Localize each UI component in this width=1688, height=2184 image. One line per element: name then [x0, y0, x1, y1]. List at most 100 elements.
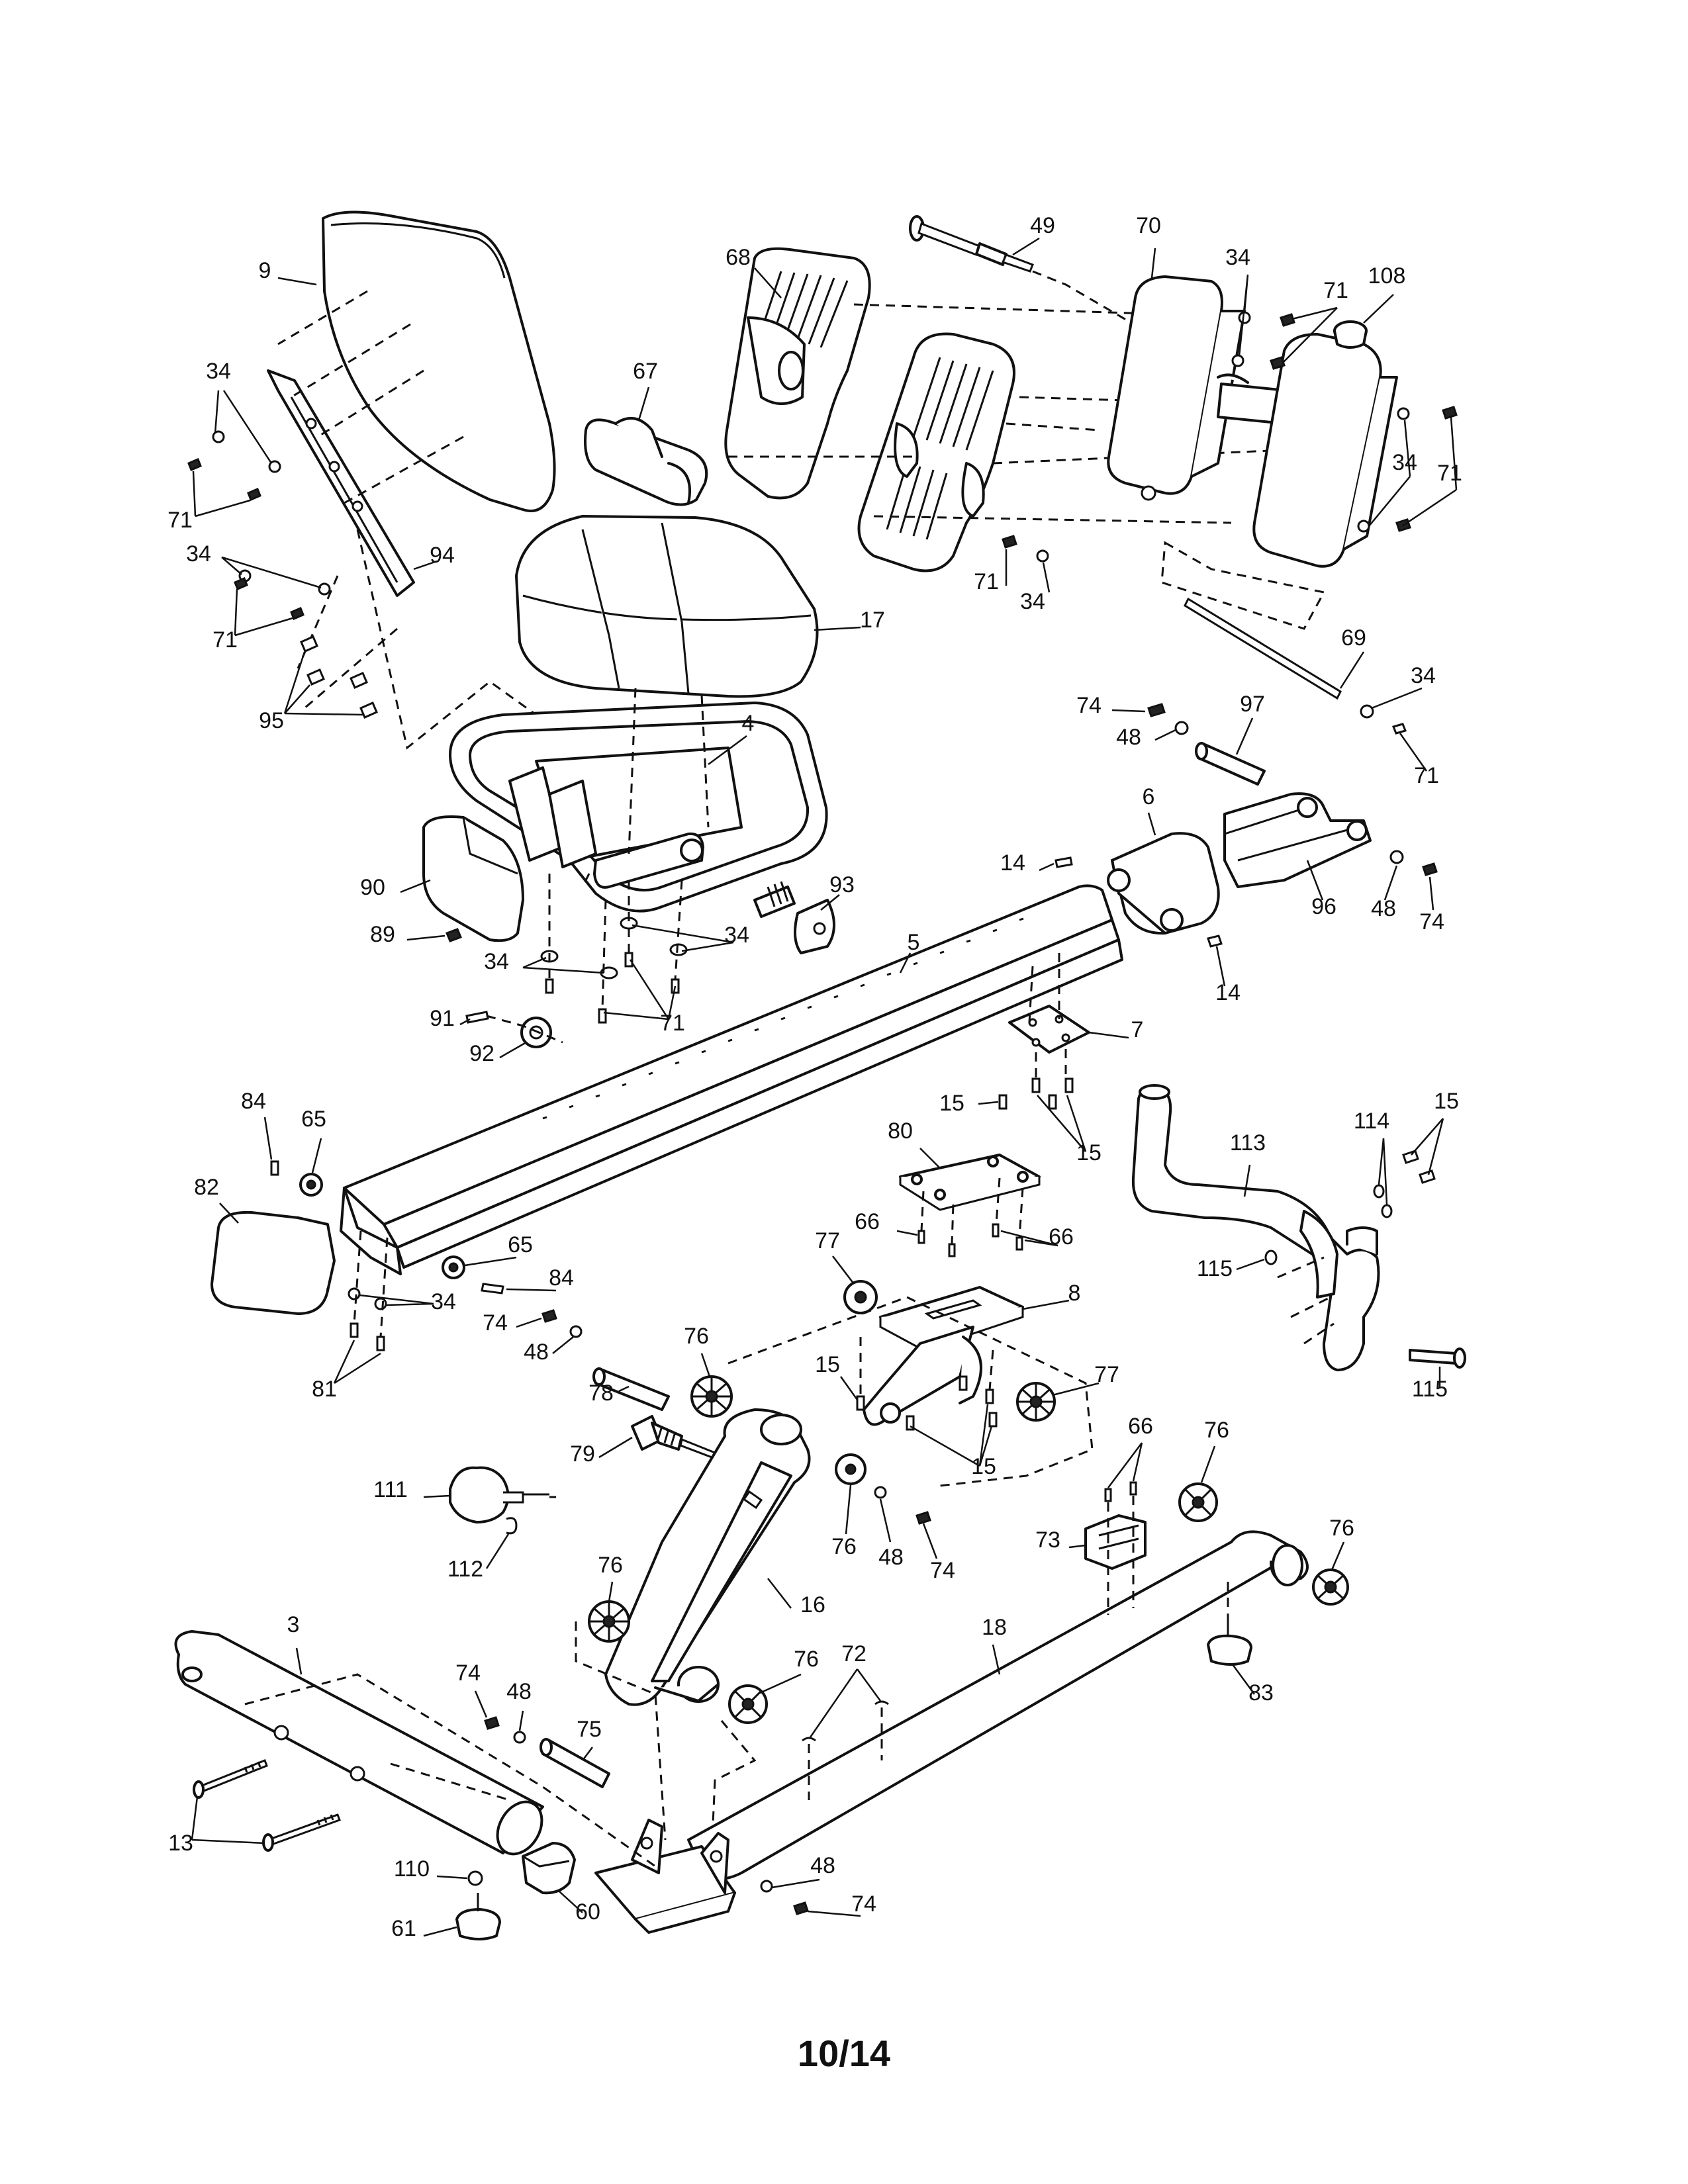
part-callout-c96: 96: [1311, 894, 1336, 919]
handlebar-fasteners: [1373, 1118, 1444, 1218]
part-callout-c77a: 77: [815, 1228, 840, 1253]
part-callout-c49: 49: [1030, 213, 1055, 238]
part-callout-c84b: 84: [549, 1265, 574, 1291]
rail-fasteners: [333, 1230, 434, 1385]
housing-fasteners: [1002, 274, 1458, 593]
rail-rollers: [263, 1116, 557, 1295]
part-callout-c48e: 48: [506, 1679, 532, 1704]
part-callout-c113: 113: [1230, 1130, 1266, 1156]
main-rail: [340, 884, 1123, 1275]
part-callout-c80: 80: [888, 1118, 913, 1144]
part-callout-c73: 73: [1035, 1527, 1060, 1553]
backrest-fasteners: [187, 390, 378, 719]
leveling-foot-front: [423, 1870, 501, 1940]
stabilizer-bracket: [1068, 1442, 1147, 1615]
foot-pedal-left: [724, 247, 871, 500]
rear-stabilizer: [594, 1530, 1309, 1934]
part-callout-c13: 13: [168, 1831, 193, 1856]
part-callout-c6: 6: [1143, 784, 1155, 809]
part-callout-c71c: 71: [1323, 278, 1348, 303]
rail-plate: [978, 953, 1129, 1152]
pivot-plate: [863, 1286, 1070, 1426]
part-callout-c34g: 34: [484, 949, 509, 974]
part-callout-c66b: 66: [1049, 1224, 1074, 1250]
part-callout-c9: 9: [259, 258, 271, 283]
part-callout-c71e: 71: [974, 569, 999, 594]
part-callout-c67: 67: [633, 359, 658, 384]
part-callout-c5: 5: [908, 930, 920, 955]
part-callout-c90: 90: [360, 875, 385, 900]
part-callout-c110: 110: [394, 1856, 430, 1882]
rear-shaft: [1111, 703, 1266, 786]
part-callout-c111: 111: [373, 1477, 408, 1502]
side-cover: [400, 815, 524, 942]
part-callout-c71g: 71: [660, 1011, 685, 1036]
seat-fasteners: [522, 874, 734, 1024]
part-callout-c76f: 76: [794, 1647, 819, 1672]
arm-wheels: [588, 1353, 1349, 1724]
part-callout-c14b: 14: [1215, 980, 1241, 1005]
part-callout-c48a: 48: [1116, 725, 1141, 750]
part-callout-c74e: 74: [455, 1661, 481, 1686]
part-callout-c108: 108: [1368, 263, 1406, 289]
part-callout-c82: 82: [194, 1175, 219, 1200]
part-callout-c66a: 66: [855, 1209, 880, 1234]
pedal-arm-housing: [1107, 248, 1398, 568]
part-callout-c91: 91: [430, 1006, 455, 1031]
leveling-foot-rear: [1207, 1582, 1256, 1695]
part-callout-c84a: 84: [241, 1089, 266, 1114]
part-callout-c15b: 15: [1076, 1140, 1102, 1165]
front-stabilizer: [174, 1630, 656, 1868]
part-callout-c71f: 71: [1414, 763, 1439, 788]
part-callout-c71d: 71: [1437, 461, 1462, 486]
part-callout-c79: 79: [570, 1441, 595, 1467]
resistance-knob-shaft: [598, 1415, 716, 1460]
part-callout-c3: 3: [287, 1612, 300, 1637]
end-cap: [1333, 294, 1394, 349]
part-callout-c78: 78: [588, 1381, 614, 1406]
pivot-wheel-left: [832, 1255, 878, 1314]
part-callout-c75: 75: [577, 1717, 602, 1742]
part-callout-c15e: 15: [971, 1454, 996, 1479]
wheel-and-bolt: [459, 1011, 563, 1059]
part-callout-c34f: 34: [1411, 663, 1436, 688]
part-callout-c16: 16: [800, 1592, 825, 1617]
part-callout-c74d: 74: [930, 1558, 955, 1583]
part-callout-c7: 7: [1131, 1017, 1144, 1042]
page-number: 10/14: [797, 2032, 891, 2074]
front-bolts: [191, 1759, 341, 1852]
part-callout-c115b: 115: [1412, 1377, 1448, 1402]
part-callout-c97: 97: [1240, 692, 1265, 717]
part-callout-c71a: 71: [167, 508, 193, 533]
plate-screws: [896, 1177, 1058, 1257]
mounting-plate: [899, 1148, 1041, 1211]
part-callout-c34e: 34: [1020, 589, 1045, 614]
part-callout-c15a: 15: [939, 1091, 964, 1116]
part-callout-c74a: 74: [1076, 693, 1102, 718]
part-callout-c76b: 76: [1204, 1418, 1229, 1443]
part-callout-c83: 83: [1248, 1680, 1274, 1706]
part-callout-c93: 93: [829, 872, 855, 897]
pop-pin-knob: [753, 881, 840, 954]
part-callout-c76d: 76: [831, 1534, 857, 1559]
part-callout-c76e: 76: [598, 1553, 623, 1578]
part-callout-c74c: 74: [483, 1310, 508, 1336]
rail-end-cap: [211, 1203, 336, 1315]
part-callout-c48b: 48: [1371, 896, 1396, 921]
part-callout-c34d: 34: [1392, 450, 1417, 475]
part-callout-c34c: 34: [1225, 245, 1250, 270]
part-callout-c34h: 34: [724, 923, 749, 948]
part-callout-c68: 68: [726, 245, 751, 270]
part-callout-c18: 18: [982, 1615, 1007, 1640]
foot-pedal-right: [857, 332, 1015, 572]
rear-bracket: [1223, 792, 1438, 911]
carriage-stop: [1039, 812, 1226, 987]
part-callout-c74b: 74: [1419, 909, 1444, 934]
stabilizer-fasteners: [760, 1668, 889, 1917]
part-callout-c48c: 48: [524, 1340, 549, 1365]
part-callout-c89: 89: [370, 922, 395, 947]
pivot-wheel-right: [1016, 1382, 1100, 1422]
part-callout-c71b: 71: [212, 627, 238, 653]
